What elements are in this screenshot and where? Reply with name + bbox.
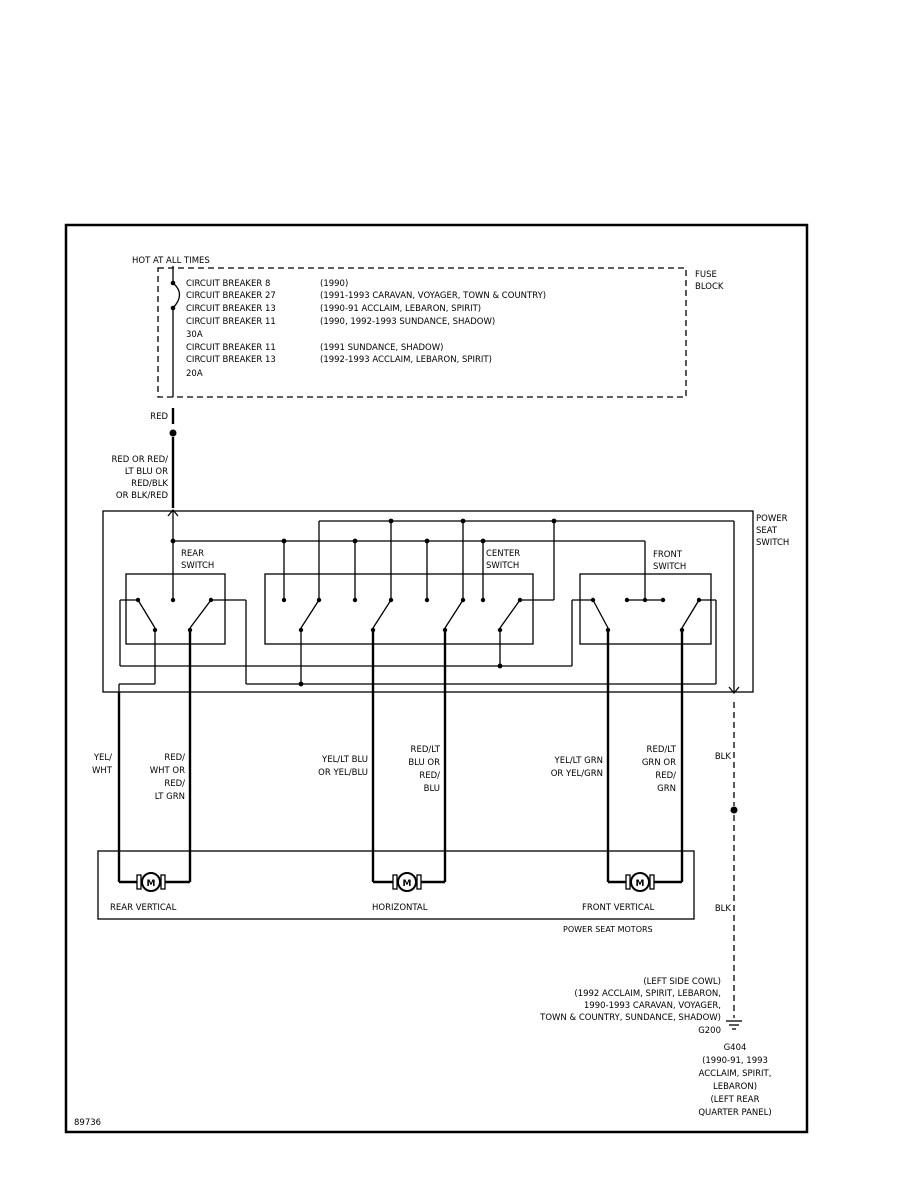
front-motor-symbol: M <box>636 879 645 889</box>
breaker-name-4: 30A <box>186 330 203 340</box>
g200-location-1: (LEFT SIDE COWL) <box>643 977 721 987</box>
breaker-name-2: CIRCUIT BREAKER 13 <box>186 304 276 314</box>
breaker-applic-1: (1991-1993 CARAVAN, VOYAGER, TOWN & COUN… <box>320 291 546 301</box>
front-right-wire-2: GRN OR <box>642 758 676 768</box>
rear-switch-label-1: REAR <box>181 549 204 559</box>
front-right-wire-4: GRN <box>657 784 676 794</box>
front-vertical-motor: M FRONT VERTICAL <box>582 872 682 913</box>
g200-location-4: TOWN & COUNTRY, SUNDANCE, SHADOW) <box>539 1013 721 1023</box>
rear-vertical-motor: M REAR VERTICAL <box>110 872 190 913</box>
breaker-name-3: CIRCUIT BREAKER 11 <box>186 317 276 327</box>
g404-line-1: G404 <box>724 1043 747 1053</box>
center-switch-label-1: CENTER <box>486 549 520 559</box>
center-right-wire-3: RED/ <box>419 771 440 781</box>
rear-vertical-label: REAR VERTICAL <box>110 903 177 913</box>
front-left-wire-1: YEL/LT GRN <box>554 756 603 766</box>
front-switch-label-2: SWITCH <box>653 562 686 572</box>
center-left-wire-2: OR YEL/BLU <box>318 768 368 778</box>
g200-location-3: 1990-1993 CARAVAN, VOYAGER, <box>584 1001 721 1011</box>
rear-right-wire-1: RED/ <box>164 753 185 763</box>
g200-label: G200 <box>698 1026 721 1036</box>
g404-line-2: (1990-91, 1993 <box>702 1056 768 1066</box>
g404-line-4: LEBARON) <box>713 1082 757 1092</box>
feed-wire-label-2: LT BLU OR <box>125 467 168 477</box>
blk-wire-label-1: BLK <box>715 752 732 762</box>
rear-motor-symbol: M <box>147 879 156 889</box>
breaker-name-1: CIRCUIT BREAKER 27 <box>186 291 276 301</box>
diagram-frame <box>64 223 809 1134</box>
ground-circuit: BLK BLK (LEFT SIDE COWL) (1992 ACCLAIM, … <box>539 702 772 1118</box>
center-right-wire-4: BLU <box>424 784 440 794</box>
center-right-wire-1: RED/LT <box>411 745 441 755</box>
front-right-wire-1: RED/LT <box>647 745 677 755</box>
red-wire-label: RED <box>150 412 168 422</box>
breaker-name-0: CIRCUIT BREAKER 8 <box>186 279 270 289</box>
switch-title-3: SWITCH <box>756 538 789 548</box>
center-right-wire-2: BLU OR <box>408 758 440 768</box>
center-switch-label-2: SWITCH <box>486 561 519 571</box>
breaker-applic-0: (1990) <box>320 279 348 289</box>
front-vertical-label: FRONT VERTICAL <box>582 903 655 913</box>
breaker-applic-5: (1991 SUNDANCE, SHADOW) <box>320 343 443 353</box>
rear-right-wire-3: RED/ <box>164 779 185 789</box>
fuse-block-title-1: FUSE <box>695 270 717 280</box>
horizontal-motor: M HORIZONTAL <box>372 872 445 913</box>
center-left-wire-1: YEL/LT BLU <box>321 755 368 765</box>
power-seat-switch: POWER SEAT SWITCH REAR SWITCH <box>102 510 789 695</box>
rear-right-wire-2: WHT OR <box>150 766 185 776</box>
fuse-block: HOT AT ALL TIMES FUSE BLOCK CIRCUIT BREA… <box>132 256 724 398</box>
front-left-wire-2: OR YEL/GRN <box>551 769 603 779</box>
g404-line-5: (LEFT REAR <box>710 1095 759 1105</box>
blk-wire-label-2: BLK <box>715 904 732 914</box>
feed-wire-label-1: RED OR RED/ <box>111 455 168 465</box>
rear-left-wire-1: YEL/ <box>93 753 112 763</box>
breaker-applic-6: (1992-1993 ACCLAIM, LEBARON, SPIRIT) <box>320 355 492 365</box>
horizontal-motor-symbol: M <box>403 879 412 889</box>
motor-wires: YEL/ WHT RED/ WHT OR RED/ LT GRN YEL/LT … <box>92 630 684 882</box>
breaker-applic-2: (1990-91 ACCLAIM, LEBARON, SPIRIT) <box>320 304 481 314</box>
feed-wire-label-4: OR BLK/RED <box>116 491 169 501</box>
power-seat-motors: M REAR VERTICAL M HORIZONTAL M FRONT VER… <box>97 850 695 934</box>
g404-line-6: QUARTER PANEL) <box>698 1108 771 1118</box>
breaker-name-6: CIRCUIT BREAKER 13 <box>186 355 276 365</box>
feed-wire: RED RED OR RED/ LT BLU OR RED/BLK OR BLK… <box>111 408 179 541</box>
g404-line-3: ACCLAIM, SPIRIT, <box>699 1069 772 1079</box>
figure-id: 89736 <box>74 1118 101 1128</box>
switch-title-1: POWER <box>756 514 788 524</box>
rear-switch-label-2: SWITCH <box>181 561 214 571</box>
breaker-applic-3: (1990, 1992-1993 SUNDANCE, SHADOW) <box>320 317 495 327</box>
rear-left-wire-2: WHT <box>92 766 113 776</box>
power-seat-motors-label: POWER SEAT MOTORS <box>563 925 653 934</box>
horizontal-label: HORIZONTAL <box>372 903 428 913</box>
fuse-block-title-2: BLOCK <box>695 282 724 292</box>
breaker-name-5: CIRCUIT BREAKER 11 <box>186 343 276 353</box>
g200-location-2: (1992 ACCLAIM, SPIRIT, LEBARON, <box>574 989 721 999</box>
breaker-name-7: 20A <box>186 369 203 379</box>
hot-at-all-times-label: HOT AT ALL TIMES <box>132 256 210 266</box>
feed-wire-label-3: RED/BLK <box>131 479 168 489</box>
front-right-wire-3: RED/ <box>655 771 676 781</box>
switch-title-2: SEAT <box>756 526 778 536</box>
rear-right-wire-4: LT GRN <box>155 792 185 802</box>
front-switch-label-1: FRONT <box>653 550 683 560</box>
